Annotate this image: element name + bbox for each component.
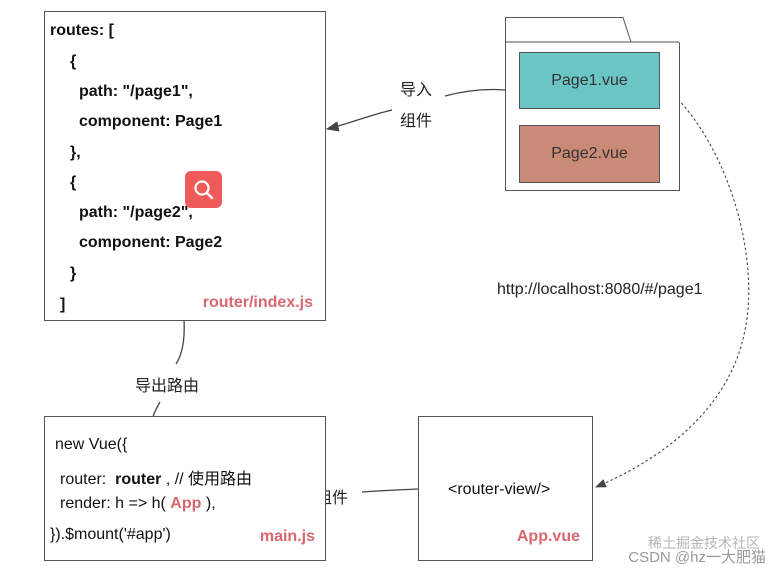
- import-label-line2: 组件: [400, 113, 433, 130]
- export-routes-label: 导出路由: [135, 378, 200, 395]
- routes-line-6: {: [70, 174, 77, 191]
- router-view-tag: <router-view/>: [448, 481, 551, 498]
- routes-file-label: router/index.js: [202, 294, 313, 311]
- page2-vue-label: Page2.vue: [551, 145, 628, 162]
- routes-line-8: component: Page2: [79, 234, 223, 251]
- routes-line-7: path: "/page2",: [79, 204, 193, 221]
- search-icon[interactable]: [185, 171, 222, 208]
- render-prefix: render: h => h(: [60, 495, 166, 512]
- watermark: CSDN @hz一大肥猫: [628, 546, 766, 567]
- routes-line-9: }: [70, 265, 77, 282]
- routes-line-1: routes: [: [50, 22, 114, 39]
- router-value: router: [115, 471, 162, 488]
- url-label: http://localhost:8080/#/page1: [497, 281, 703, 298]
- route-dotted-arrow: [594, 81, 750, 488]
- routes-line-5: },: [70, 144, 81, 161]
- routes-box: routes: [ { path: "/page1", component: P…: [44, 11, 326, 321]
- app-vue-box: <router-view/> App.vue: [418, 416, 593, 561]
- page1-vue-file[interactable]: Page1.vue: [519, 52, 660, 109]
- watermark-overlay-text: 稀土掘金技术社区: [648, 535, 760, 551]
- main-file-label: main.js: [259, 528, 315, 545]
- main-line-4: }).$mount('#app'): [50, 526, 171, 543]
- routes-line-3: path: "/page1",: [79, 83, 193, 100]
- routes-line-4: component: Page1: [79, 113, 223, 130]
- page1-vue-label: Page1.vue: [551, 71, 628, 89]
- watermark-text: CSDN @hz一大肥猫: [628, 549, 766, 566]
- main-line-1: new Vue({: [55, 436, 128, 453]
- import-label-line1: 导入: [400, 82, 433, 99]
- router-key: router:: [60, 471, 107, 488]
- render-suffix: ),: [205, 495, 216, 512]
- watermark-overlay: 稀土掘金技术社区: [648, 533, 760, 553]
- routes-line-2: {: [70, 53, 77, 70]
- page2-vue-file[interactable]: Page2.vue: [519, 125, 660, 183]
- render-app: App: [170, 495, 202, 512]
- main-js-box: new Vue({ router: router , // 使用路由 rende…: [44, 416, 326, 561]
- import-arrow: [327, 88, 506, 129]
- components-folder: Page1.vue Page2.vue: [505, 17, 680, 191]
- router-comment: , // 使用路由: [165, 471, 253, 488]
- main-line-3: render: h => h( App ),: [60, 495, 216, 513]
- routes-line-10: ]: [60, 296, 66, 313]
- app-file-label: App.vue: [516, 528, 580, 545]
- main-line-2: router: router , // 使用路由: [60, 465, 252, 489]
